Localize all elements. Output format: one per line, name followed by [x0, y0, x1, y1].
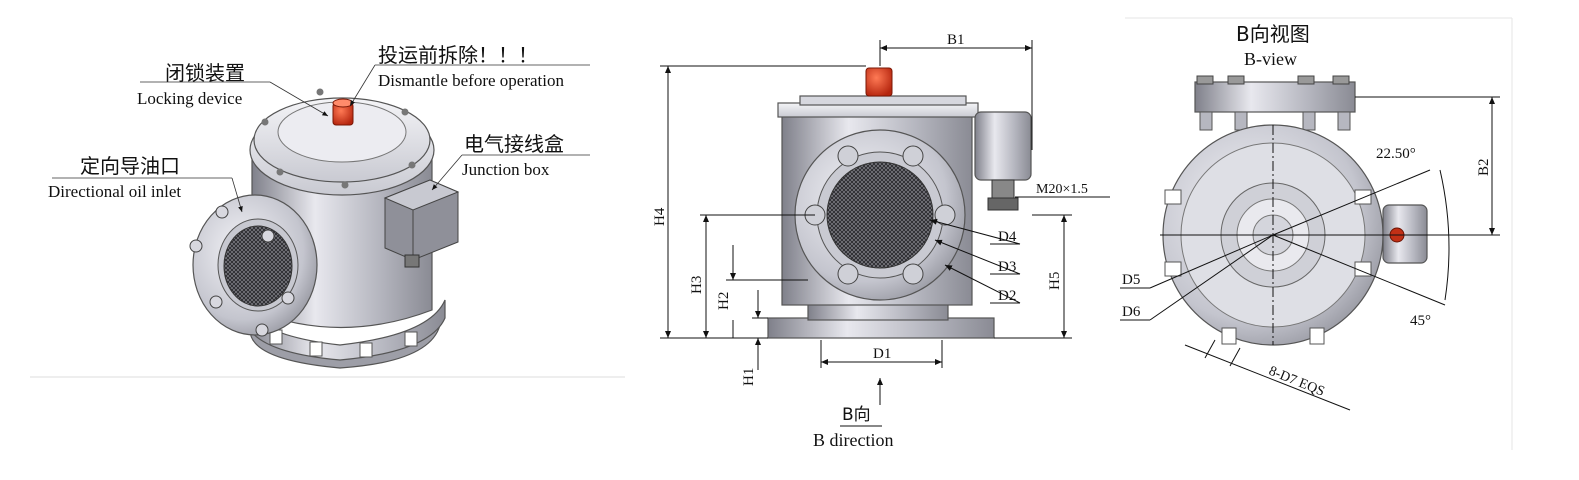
dim-d2: D2: [998, 288, 1016, 304]
locking-label-en: Locking device: [137, 89, 242, 108]
dim-thread: M20×1.5: [1036, 182, 1088, 197]
front-dimensions: [660, 40, 1110, 427]
isometric-view: [30, 88, 625, 378]
direction-label-en: B direction: [813, 430, 893, 450]
angle-45: 45°: [1410, 313, 1431, 329]
b-view-dimensions: [1120, 96, 1500, 411]
junction-label-en: Junction box: [462, 160, 550, 179]
front-view: [767, 67, 1032, 339]
dim-b1: B1: [947, 32, 965, 48]
dim-d1: D1: [873, 346, 891, 362]
knob-icon: [865, 67, 893, 97]
dim-h4: H4: [652, 207, 668, 226]
dim-d5: D5: [1122, 272, 1140, 288]
inlet-label-cn: 定向导油口: [80, 154, 180, 178]
dim-h1: H1: [741, 368, 757, 386]
inlet-label-en: Directional oil inlet: [48, 182, 181, 201]
direction-label-cn: B向: [842, 405, 871, 425]
junction-label-cn: 电气接线盒: [464, 132, 564, 156]
holes-note: 8-D7 EQS: [1267, 364, 1327, 400]
left-leaders: [52, 64, 590, 213]
dim-d4: D4: [998, 229, 1017, 245]
b-view-title-en: B-view: [1244, 49, 1297, 69]
dismantle-label-en: Dismantle before operation: [378, 71, 564, 90]
dim-h5: H5: [1047, 272, 1063, 290]
angle-22-5: 22.50°: [1376, 146, 1416, 162]
dim-d6: D6: [1122, 304, 1141, 320]
b-view-title-cn: B向视图: [1236, 22, 1310, 46]
dim-h2: H2: [716, 292, 732, 310]
dim-b2: B2: [1476, 158, 1492, 176]
dismantle-label-cn: 投运前拆除！！！: [378, 43, 538, 67]
dim-d3: D3: [998, 259, 1016, 275]
locking-label-cn: 闭锁装置: [165, 61, 245, 85]
dim-h3: H3: [689, 276, 705, 294]
